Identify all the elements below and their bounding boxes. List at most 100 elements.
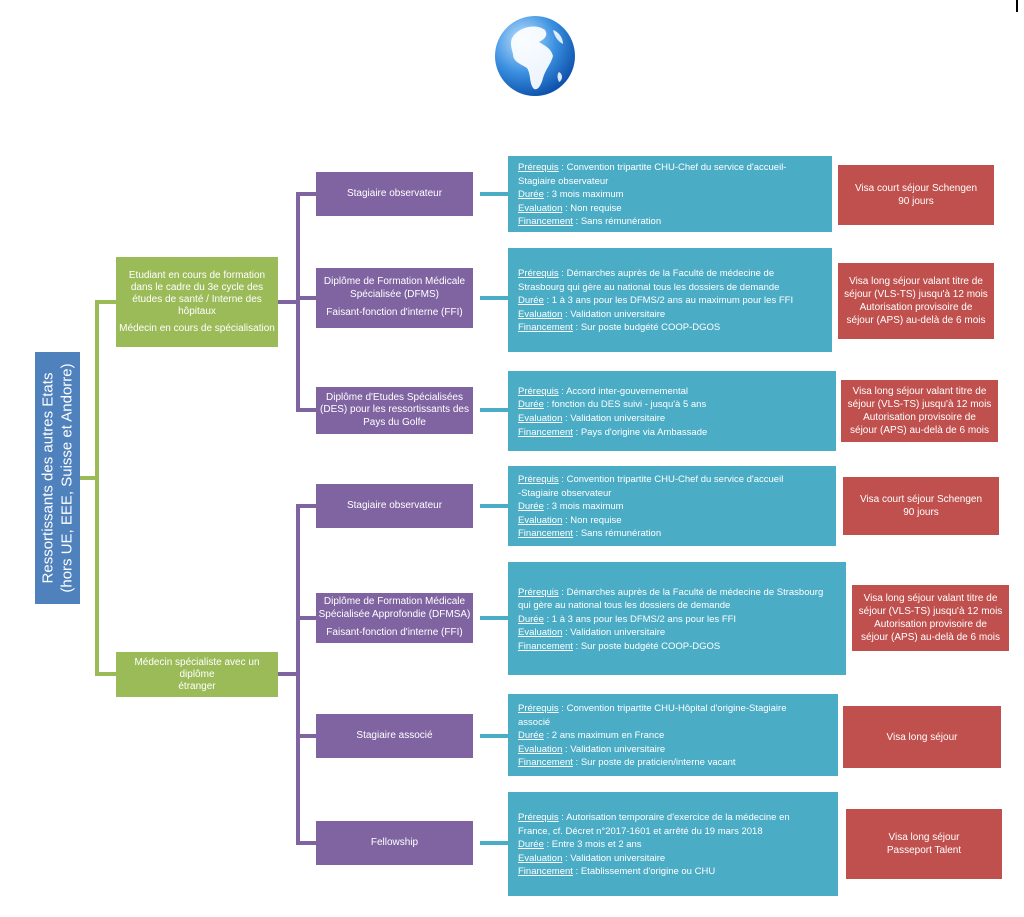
- detail-text: : Non requise: [562, 202, 622, 214]
- detail-text: : Sans rémunération: [572, 528, 662, 540]
- visa-text: séjour (APS) au-delà de 6 mois: [850, 425, 989, 436]
- detail-key: Evaluation: [518, 413, 563, 424]
- details-box: Prérequis : Autorisation temporaire d'ex…: [508, 792, 838, 896]
- detail-key: Financement: [518, 757, 573, 769]
- connector-group1-statuses: [278, 192, 316, 412]
- detail-key: Prérequis: [518, 268, 559, 280]
- detail-key: Durée: [518, 189, 544, 201]
- status-title: Spécialisée (DFMS): [350, 288, 439, 300]
- group-line: Médecin spécialiste avec un diplôme: [134, 656, 260, 680]
- detail-text: : Accord inter-gouvernemental: [558, 385, 689, 397]
- detail-key: Durée: [518, 730, 544, 742]
- detail-key: Financement: [518, 216, 573, 228]
- detail-key: Durée: [518, 839, 544, 851]
- status-box: Stagiaire observateur: [316, 172, 473, 216]
- detail-key: Prérequis: [518, 586, 559, 598]
- group-line: études de santé / Interne des: [132, 293, 262, 305]
- detail-text: France, cf. Décret n°2017-1601 et arrêté…: [518, 825, 763, 837]
- visa-text: 90 jours: [903, 507, 939, 518]
- detail-text: qui gère au national tous les dossiers d…: [518, 600, 731, 612]
- group-line: dans le cadre du 3e cycle des: [130, 281, 264, 293]
- status-box: Diplôme d'Etudes Spécialisées (DES) pour…: [316, 387, 473, 434]
- visa-text: séjour (APS) au-delà de 6 mois: [846, 315, 986, 326]
- detail-key: Durée: [518, 501, 544, 513]
- visa-text: Visa long séjour valant titre de: [849, 276, 983, 287]
- visa-text: 90 jours: [898, 196, 934, 207]
- status-title: Stagiaire observateur: [346, 187, 443, 199]
- detail-key: Durée: [518, 613, 544, 625]
- detail-key: Financement: [518, 866, 573, 878]
- detail-text: : fonction du DES suivi - jusqu'à 5 ans: [543, 399, 707, 411]
- detail-key: Prérequis: [518, 812, 559, 824]
- visa-text: Visa long séjour: [886, 731, 958, 743]
- detail-key: Financement: [518, 640, 573, 652]
- detail-text: Strasbourg qui gère au national tous les…: [518, 281, 780, 293]
- detail-key: Prérequis: [518, 703, 559, 715]
- detail-key: Evaluation: [518, 743, 563, 755]
- visa-text: Visa long séjour valant titre de: [852, 386, 987, 397]
- detail-key: Evaluation: [518, 514, 563, 526]
- root-subtitle: (hors UE, EEE, Suisse et Andorre): [58, 363, 76, 593]
- status-title: (DES) pour les ressortissants des: [320, 404, 469, 416]
- status-box: Stagiaire associé: [316, 714, 473, 758]
- visa-box: Visa long séjour valant titre de séjour …: [852, 585, 1009, 651]
- visa-box: Visa long séjour: [843, 706, 1001, 768]
- group-box-specialist: Médecin spécialiste avec un diplôme étra…: [116, 652, 278, 697]
- detail-text: -Stagiaire observateur: [518, 487, 612, 499]
- details-box: Prérequis : Convention tripartite CHU-Ch…: [508, 156, 832, 232]
- detail-text: : Convention tripartite CHU-Chef du serv…: [558, 474, 784, 486]
- status-box: Diplôme de Formation Médicale Spécialisé…: [316, 593, 473, 643]
- status-extra: Faisant-fonction d'interne (FFI): [326, 307, 463, 319]
- status-title: Diplôme d'Etudes Spécialisées: [326, 391, 463, 403]
- details-box: Prérequis : Accord inter-gouvernemental …: [508, 371, 836, 451]
- detail-key: Prérequis: [518, 162, 559, 174]
- group-line: Etudiant en cours de formation: [128, 269, 266, 281]
- detail-key: Prérequis: [518, 385, 559, 397]
- connector-group2-statuses: [278, 504, 316, 845]
- details-box: Prérequis : Démarches auprès de la Facul…: [508, 248, 832, 352]
- detail-text: : Validation universitaire: [562, 743, 666, 755]
- detail-key: Durée: [518, 295, 544, 307]
- detail-text: Stagiaire observateur: [518, 175, 609, 187]
- status-title: Diplôme de Formation Médicale: [323, 596, 466, 608]
- status-title: Pays du Golfe: [363, 416, 426, 428]
- detail-text: : Sur poste de praticien/interne vacant: [572, 757, 736, 769]
- visa-text: Visa court séjour Schengen: [859, 494, 983, 505]
- visa-text: Passeport Talent: [886, 845, 962, 856]
- status-box: Stagiaire observateur: [316, 484, 473, 528]
- visa-box: Visa long séjour valant titre de séjour …: [841, 380, 998, 442]
- detail-key: Evaluation: [518, 308, 563, 320]
- status-title: Fellowship: [370, 836, 419, 848]
- status-box: Fellowship: [316, 821, 473, 865]
- detail-text: : 3 mois maximum: [543, 189, 624, 201]
- detail-text: : 1 à 3 ans pour les DFMS/2 ans au maxim…: [543, 295, 794, 307]
- detail-text: : Non requise: [562, 514, 622, 526]
- visa-text: Visa long séjour valant titre de: [863, 593, 998, 604]
- detail-text: : Validation universitaire: [562, 308, 666, 320]
- corner-mark: [1016, 0, 1019, 12]
- group-line: hôpitaux: [178, 305, 216, 317]
- detail-text: : Validation universitaire: [562, 852, 666, 864]
- visa-box: Visa court séjour Schengen 90 jours: [838, 165, 994, 225]
- detail-key: Durée: [518, 399, 544, 411]
- detail-text: : Démarches auprès de la Faculté de méde…: [558, 268, 775, 280]
- visa-text: Autorisation provisoire de: [859, 302, 973, 313]
- visa-text: séjour (APS) au-delà de 6 mois: [861, 632, 1000, 643]
- detail-text: : Sur poste budgété COOP-DGOS: [572, 322, 721, 334]
- detail-text: : 2 ans maximum en France: [543, 730, 665, 742]
- detail-key: Financement: [518, 322, 573, 334]
- detail-text: : Convention tripartite CHU-Hôpital d'or…: [558, 703, 787, 715]
- detail-text: : Sans rémunération: [572, 216, 662, 228]
- details-box: Prérequis : Démarches auprès de la Facul…: [508, 562, 846, 675]
- root-title: Ressortissants des autres Etats: [39, 372, 57, 584]
- detail-text: : Démarches auprès de la Faculté de méde…: [558, 586, 824, 598]
- group-line: étranger: [178, 680, 216, 692]
- status-extra: Faisant-fonction d'interne (FFI): [326, 627, 463, 639]
- detail-text: : Validation universitaire: [562, 413, 666, 424]
- visa-text: séjour (VLS-TS) jusqu'à 12 mois: [858, 606, 1003, 617]
- visa-box: Visa court séjour Schengen 90 jours: [843, 477, 999, 535]
- visa-text: Autorisation provisoire de: [874, 619, 987, 630]
- group-box-student: Etudiant en cours de formation dans le c…: [116, 257, 278, 347]
- detail-text: : Sur poste budgété COOP-DGOS: [572, 640, 721, 652]
- status-title: Stagiaire associé: [356, 729, 433, 741]
